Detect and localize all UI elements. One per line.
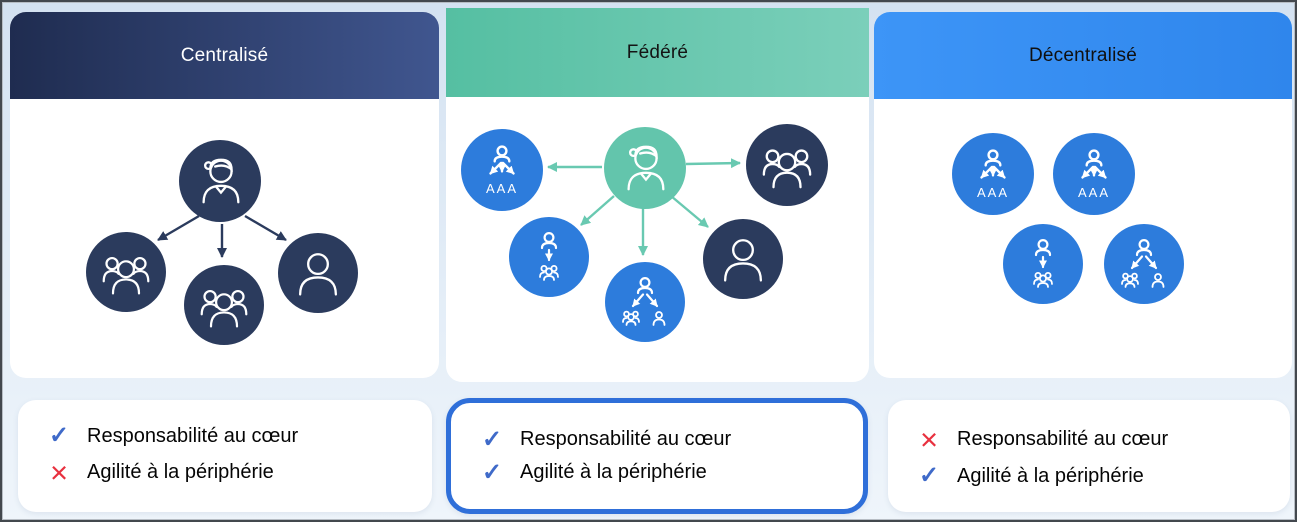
node-delegated-admin-circle: AAA [952, 133, 1034, 215]
trait-row: × Responsabilité au cœur [914, 424, 1290, 455]
node-person-to-team-circle [1003, 224, 1083, 304]
node-team-circle [86, 232, 166, 312]
traits-box-decentralise: × Responsabilité au cœur ✓ Agilité à la … [888, 400, 1290, 512]
person-to-team-icon [539, 231, 559, 281]
header-federe: Fédéré [446, 8, 869, 97]
trait-row: ✓ Agilité à la périphérie [477, 458, 863, 486]
trait-label: Responsabilité au cœur [87, 424, 299, 447]
individual-icon [298, 253, 338, 296]
trait-label: Agilité à la périphérie [87, 461, 274, 483]
trait-label: Responsabilité au cœur [520, 428, 732, 450]
node-leader-circle [179, 140, 261, 222]
check-icon: ✓ [481, 425, 503, 453]
delegated-admin-icon [980, 149, 1006, 179]
node-person-to-team-circle [509, 217, 589, 297]
trait-label: Responsabilité au cœur [957, 428, 1169, 450]
delegated-admin-icon [1081, 149, 1107, 179]
trait-row: ✓ Responsabilité au cœur [477, 425, 863, 453]
check-icon: ✓ [481, 458, 503, 486]
check-icon: ✓ [918, 462, 940, 489]
traits-box-federe-highlighted: ✓ Responsabilité au cœur ✓ Agilité à la … [446, 398, 868, 514]
node-delegated-admin-circle: AAA [461, 129, 543, 211]
person-to-team-icon [1033, 238, 1053, 288]
column-title: Fédéré [626, 41, 689, 63]
trait-row: ✓ Responsabilité au cœur [44, 424, 432, 448]
aaa-label: AAA [1077, 185, 1110, 200]
node-person-branch-circle [1104, 224, 1184, 304]
trait-label: Agilité à la périphérie [957, 464, 1144, 487]
delegated-admin-icon [489, 145, 515, 175]
cross-icon: × [919, 422, 939, 457]
team-icon [762, 149, 812, 189]
node-delegated-admin-circle: AAA [1053, 133, 1135, 215]
cross-icon: × [49, 455, 69, 490]
node-leader-circle [604, 127, 686, 209]
check-icon: ✓ [48, 422, 70, 449]
leader-icon [627, 145, 665, 191]
node-person-branch-circle [605, 262, 685, 342]
aaa-label: AAA [976, 185, 1009, 200]
column-title: Décentralisé [1028, 44, 1137, 66]
team-icon [200, 289, 248, 328]
person-branch-icon [622, 276, 666, 326]
node-team-circle [184, 265, 264, 345]
aaa-label: AAA [485, 181, 518, 196]
team-icon [102, 256, 150, 295]
node-team-circle [746, 124, 828, 206]
node-individual-circle [278, 233, 358, 313]
header-decentralise: Décentralisé [874, 12, 1292, 99]
traits-box-centralise: ✓ Responsabilité au cœur × Agilité à la … [18, 400, 432, 512]
leader-icon [202, 158, 240, 204]
trait-row: × Agilité à la périphérie [44, 457, 432, 488]
trait-label: Agilité à la périphérie [520, 461, 707, 483]
header-centralise: Centralisé [10, 12, 439, 99]
person-branch-icon [1121, 238, 1165, 288]
column-title: Centralisé [180, 44, 269, 66]
trait-row: ✓ Agilité à la périphérie [914, 464, 1290, 488]
node-individual-circle [703, 219, 783, 299]
individual-icon [723, 239, 763, 282]
